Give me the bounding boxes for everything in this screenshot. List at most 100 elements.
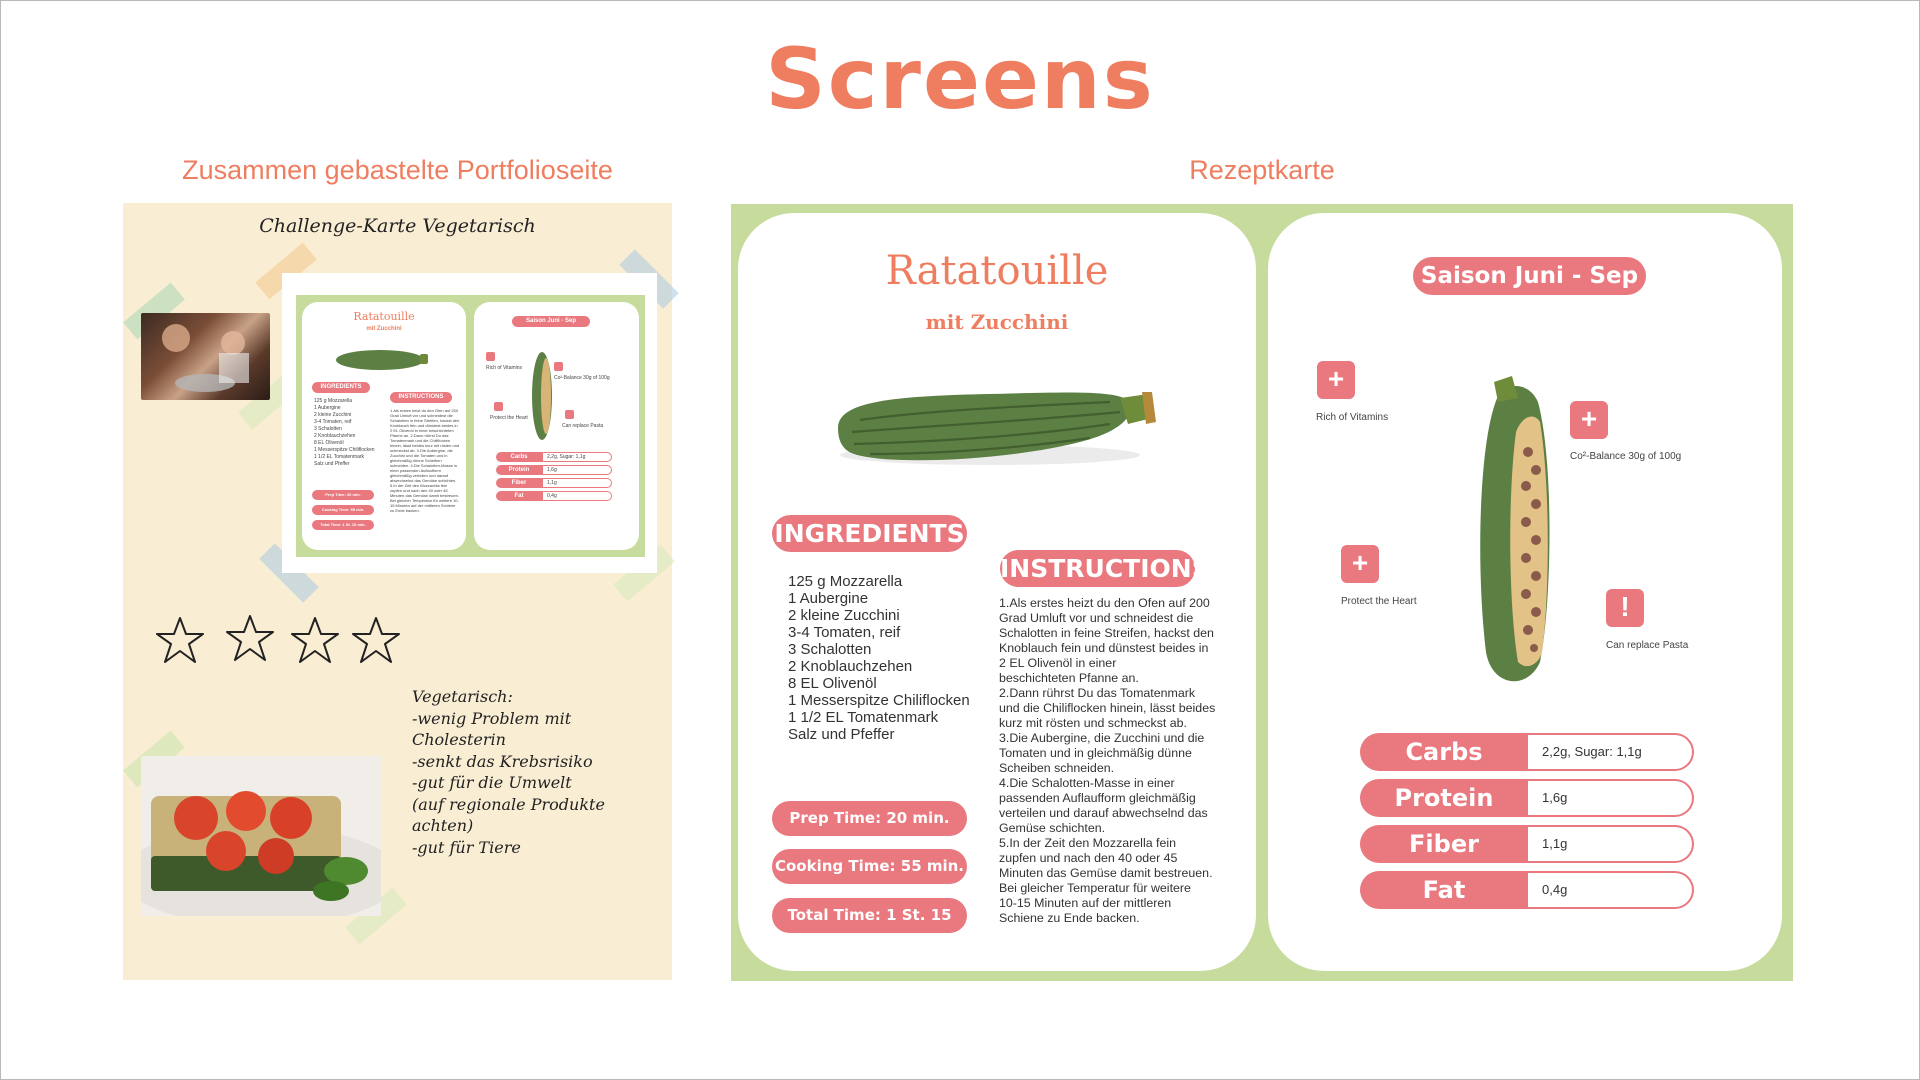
benefit-label: Co²-Balance 30g of 100g — [1570, 451, 1682, 462]
instruction-line: beschichteten Pfanne an. — [999, 671, 1139, 685]
exclamation-icon: ! — [1606, 589, 1644, 627]
instruction-line: Tomaten und in gleichmäßig dünne — [999, 746, 1192, 760]
lasagna-photo — [141, 756, 381, 916]
mini-benefit-label: Protect the Heart — [490, 415, 528, 421]
lasagna-photo-art — [141, 791, 381, 916]
instruction-line: zupfen und nach den 40 oder 45 — [999, 851, 1178, 865]
mini-instructions-text: 1.Als erstes heizt du den Ofen auf 200 G… — [390, 408, 460, 513]
ingredient-item: 2 kleine Zucchini — [788, 607, 900, 624]
mini-instructions-label: INSTRUCTIONS — [390, 392, 452, 403]
mini-plus-icon — [554, 362, 563, 371]
nutrition-row: Protein 1,6g — [1360, 779, 1694, 817]
note-line: achten) — [412, 816, 474, 835]
nutrient-name: Protein — [1360, 779, 1528, 817]
instruction-line: Minuten das Gemüse damit bestreuen. — [999, 866, 1213, 880]
instruction-line: kurz mit rösten und schmeckst ab. — [999, 716, 1187, 730]
mini-subtitle: mit Zucchini — [366, 326, 402, 332]
mini-prep-time: Prep Time: 20 min. — [312, 490, 374, 500]
nutrient-value: 1,6g — [1528, 779, 1694, 817]
mini-nutrient-name: Carbs — [496, 452, 542, 462]
recipe-page-left — [738, 213, 1256, 971]
season-label: Saison Juni - Sep — [1413, 257, 1646, 295]
ingredient-item: 1 1/2 EL Tomatenmark — [788, 709, 939, 726]
mini-nutrient-name: Protein — [496, 465, 542, 475]
recipe-subtitle: mit Zucchini — [925, 310, 1069, 334]
mini-plus-icon — [486, 352, 495, 361]
plus-icon: + — [1570, 401, 1608, 439]
instruction-line: Schalotten in feine Streifen, hackst den — [999, 626, 1214, 640]
ingredients-label: INGREDIENTS — [772, 515, 967, 552]
instruction-line: passenden Auflaufform gleichmäßig — [999, 791, 1196, 805]
mini-card-bg: Ratatouille mit Zucchini INGREDIENTS INS… — [296, 295, 645, 557]
cooking-photo-art — [162, 324, 249, 392]
star-icon — [291, 617, 339, 663]
note-line: -gut für die Umwelt — [412, 773, 572, 792]
note-line: Cholesterin — [412, 730, 506, 749]
instructions-text: 1.Als erstes heizt du den Ofen auf 200 G… — [999, 596, 1239, 926]
mini-season: Saison Juni - Sep — [512, 316, 590, 327]
ingredient-item: 2 Knoblauchzehen — [788, 658, 913, 675]
mini-zucchini-icon — [336, 350, 428, 370]
cooking-photo — [141, 313, 270, 400]
plus-icon: + — [1317, 361, 1355, 399]
instruction-line: Bei gleicher Temperatur für weitere — [999, 881, 1191, 895]
instruction-line: Knoblauch fein und dünstest beides in — [999, 641, 1209, 655]
benefit-label: Rich of Vitamins — [1316, 412, 1389, 423]
mini-total-time: Total Time: 1 St. 15 min. — [312, 520, 374, 530]
note-line: -wenig Problem mit — [412, 708, 572, 728]
note-line: -gut für Tiere — [412, 837, 521, 857]
mini-nutrient-value: 2,2g, Sugar: 1,1g — [542, 452, 612, 462]
page-title: Screens — [765, 30, 1155, 128]
instruction-line: 4.Die Schalotten-Masse in einer — [999, 776, 1175, 790]
mini-nutrient-name: Fiber — [496, 478, 542, 488]
mini-nutrient-name: Fat — [496, 491, 542, 501]
instruction-line: verteilen und darauf abwechselnd das — [999, 806, 1208, 820]
mini-ingredients-label: INGREDIENTS — [312, 382, 370, 393]
ingredient-item: 1 Aubergine — [788, 590, 869, 607]
nutrient-name: Fat — [1360, 871, 1528, 909]
star-icon — [156, 617, 204, 663]
nutrient-value: 2,2g, Sugar: 1,1g — [1528, 733, 1694, 771]
mini-exclamation-icon — [565, 410, 574, 419]
ingredient-item: 125 g Mozzarella — [788, 573, 903, 590]
mini-nutrient-value: 0,4g — [542, 491, 612, 501]
instruction-line: 2.Dann rührst Du das Tomatenmark — [999, 686, 1196, 700]
instruction-line: und die Chiliflocken hinein, lässt beide… — [999, 701, 1216, 715]
mini-title: Ratatouille — [353, 310, 415, 323]
prep-time: Prep Time: 20 min. — [772, 801, 967, 836]
mini-recipe-card: Ratatouille mit Zucchini INGREDIENTS INS… — [282, 273, 657, 573]
note-line: Vegetarisch: — [412, 687, 513, 706]
benefit-label: Protect the Heart — [1341, 596, 1417, 607]
total-time: Total Time: 1 St. 15 min. — [772, 898, 967, 959]
instruction-line: Scheiben schneiden. — [999, 761, 1115, 775]
mini-benefit-label: Rich of Vitamins — [486, 365, 523, 371]
ingredient-item: 3-4 Tomaten, reif — [788, 624, 901, 641]
ingredients-list: 125 g Mozzarella 1 Aubergine 2 kleine Zu… — [788, 573, 998, 743]
nutrition-row: Fat 0,4g — [1360, 871, 1694, 909]
ingredient-item: 8 EL Olivenöl — [788, 675, 877, 692]
mini-nutrient-value: 1,6g — [542, 465, 612, 475]
note-line: -senkt das Krebsrisiko — [412, 751, 593, 771]
mini-page-left: Ratatouille mit Zucchini INGREDIENTS INS… — [302, 302, 466, 550]
mini-cooking-time: Cooking Time: 55 min. — [312, 505, 374, 515]
instructions-label: INSTRUCTIONS — [1000, 550, 1210, 587]
ingredient-item: 3 Schalotten — [788, 641, 872, 658]
mini-zucchini-cut-icon — [532, 352, 552, 440]
benefit-label: Can replace Pasta — [1606, 640, 1689, 651]
nutrient-name: Carbs — [1360, 733, 1528, 771]
nutrient-value: 0,4g — [1528, 871, 1694, 909]
instruction-line: 1.Als erstes heizt du den Ofen auf 200 — [999, 596, 1210, 610]
plus-icon: + — [1341, 545, 1379, 583]
instruction-line: 10-15 Minuten auf der mittleren — [999, 896, 1172, 910]
instruction-line: 2 EL Olivenöl in einer — [999, 656, 1117, 670]
mini-nutrient-value: 1,1g — [542, 478, 612, 488]
instruction-line: 5.In der Zeit den Mozzarella fein — [999, 836, 1177, 850]
portfolio-heading: Challenge-Karte Vegetarisch — [259, 215, 536, 237]
mini-plus-icon — [494, 402, 503, 411]
left-subtitle: Zusammen gebastelte Portfolioseite — [182, 155, 613, 185]
note-line: (auf regionale Produkte — [412, 794, 605, 814]
vegetarian-notes: Vegetarisch: -wenig Problem mit Choleste… — [412, 686, 605, 858]
star-icon — [352, 617, 400, 663]
recipe-title: Ratatouille — [885, 248, 1109, 294]
rating-stars — [156, 615, 400, 663]
